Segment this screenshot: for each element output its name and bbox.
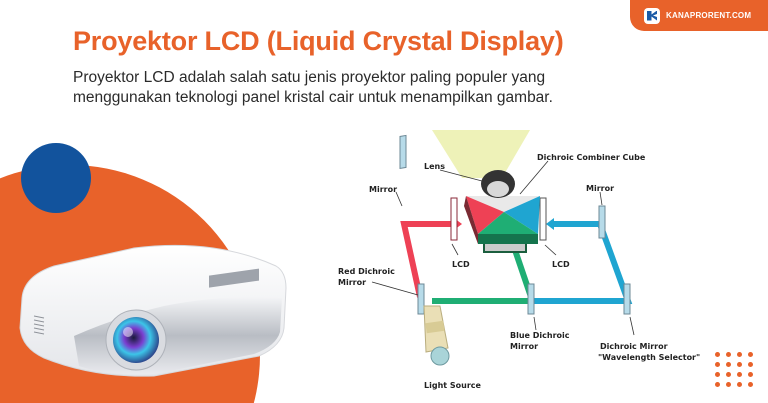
label-red-dichroic-1: Red Dichroic (338, 267, 395, 276)
red-dichroic-mirror (417, 283, 425, 315)
lcd-right-panel (539, 197, 547, 241)
projected-light-cone (432, 130, 530, 178)
label-combiner-cube: Dichroic Combiner Cube (537, 153, 646, 162)
kanaprorent-logo-icon (644, 7, 660, 24)
label-mirror-left: Mirror (369, 185, 397, 194)
label-red-dichroic-2: Mirror (338, 278, 366, 287)
brand-name: KANAPRORENT.COM (666, 11, 752, 20)
label-lcd-left: LCD (452, 260, 470, 269)
page-title: Proyektor LCD (Liquid Crystal Display) (73, 26, 564, 56)
dichroic-combiner-cube (464, 196, 540, 244)
dot-grid-decoration (715, 352, 759, 392)
label-blue-dichroic-1: Blue Dichroic (510, 331, 570, 340)
green-beam (432, 249, 534, 304)
label-mirror-right: Mirror (586, 184, 614, 193)
lcd-projector-diagram: Lens Dichroic Combiner Cube Mirror Mirro… (338, 130, 700, 390)
projector-image (19, 244, 287, 377)
red-beam (400, 221, 454, 298)
mirror-right (598, 205, 606, 239)
label-wavelength-1: Dichroic Mirror (600, 342, 668, 351)
label-blue-dichroic-2: Mirror (510, 342, 538, 351)
label-light-source: Light Source (424, 381, 482, 390)
label-lens: Lens (424, 162, 445, 171)
label-wavelength-2: "Wavelength Selector" (598, 353, 700, 362)
brand-badge[interactable]: KANAPRORENT.COM (630, 0, 768, 31)
lcd-left-panel (450, 197, 458, 241)
blue-dichroic-mirror (527, 283, 535, 315)
mirror-left (399, 134, 407, 170)
label-lcd-right: LCD (552, 260, 570, 269)
wavelength-selector-mirror (623, 283, 631, 315)
light-source-icon (423, 305, 450, 366)
page-description: Proyektor LCD adalah salah satu jenis pr… (73, 69, 553, 106)
blue-circle-decoration (21, 143, 91, 213)
